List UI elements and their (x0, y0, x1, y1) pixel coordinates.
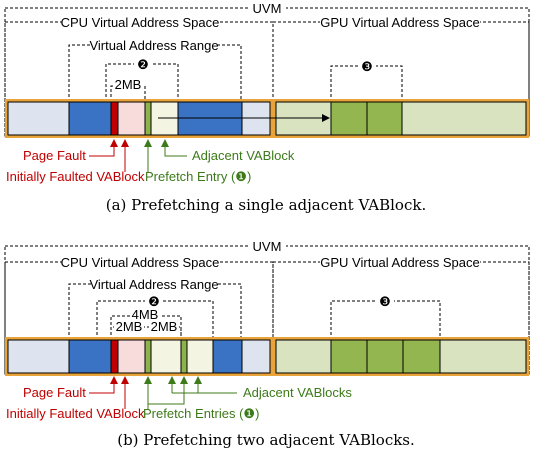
marker-2-bracket-a: ❷ (105, 56, 179, 102)
initially-faulted-label: Initially Faulted VABlock (6, 169, 145, 184)
prefetch-entry-block (180, 339, 188, 374)
adjacent-vablock (150, 339, 182, 374)
cpu-block (68, 101, 112, 136)
adjacent-vablocks-label: Adjacent VABlocks (243, 385, 352, 400)
marker-3-icon: ❸ (379, 294, 391, 309)
figure-a: UVM CPU Virtual Address Space GPU Virtua… (4, 0, 530, 214)
cpu-space-label: CPU Virtual Address Space (61, 255, 220, 270)
gpu-vablock (402, 339, 441, 374)
cpu-block (68, 339, 112, 374)
va-range-bracket-a: Virtual Address Range (68, 38, 242, 102)
size-4mb-label: 4MB (132, 307, 159, 322)
gpu-space-label: GPU Virtual Address Space (320, 15, 479, 30)
adjacent-vablock (186, 339, 214, 374)
cpu-block (212, 339, 243, 374)
marker-2-icon: ❷ (148, 294, 160, 309)
prefetch-entry-block (144, 101, 152, 136)
size-2mb-label: 2MB (115, 77, 142, 92)
gpu-vablock (366, 339, 404, 374)
prefetch-entry-block (144, 339, 152, 374)
uvm-label: UVM (253, 239, 282, 254)
caption-a: (a) Prefetching a single adjacent VABloc… (106, 196, 426, 214)
memory-bar-a (5, 99, 529, 138)
gpu-vablock (330, 101, 368, 136)
page-fault-label: Page Fault (23, 148, 86, 163)
annotations-b: Page Fault Initially Faulted VABlock Pre… (6, 376, 352, 421)
caption-b: (b) Prefetching two adjacent VABlocks. (117, 431, 415, 449)
annotations-a: Page Fault Initially Faulted VABlock Pre… (6, 139, 295, 184)
marker-2-bracket-b: ❷ (96, 293, 214, 340)
page-fault-label: Page Fault (23, 385, 86, 400)
marker-3-icon: ❸ (361, 59, 373, 74)
faulted-vablock (117, 339, 146, 374)
va-range-label: Virtual Address Range (89, 38, 218, 53)
figure-b: UVM CPU Virtual Address Space GPU Virtua… (4, 238, 530, 449)
marker-2-icon: ❷ (137, 57, 149, 72)
marker-3-bracket-a: ❸ (330, 58, 403, 102)
va-range-label: Virtual Address Range (89, 277, 218, 292)
gpu-space-a: GPU Virtual Address Space (272, 15, 530, 137)
marker-3-bracket-b: ❸ (330, 293, 441, 340)
va-range-bracket-b: Virtual Address Range (68, 277, 242, 340)
size-2mb-bracket-a: 2MB (110, 77, 146, 102)
adjacent-vablock-label: Adjacent VABlock (192, 148, 295, 163)
memory-bar-b (5, 337, 529, 376)
prefetch-entry-label: Prefetch Entry (❶) (145, 169, 251, 184)
faulted-vablock (117, 101, 146, 136)
page-fault-block (110, 101, 119, 136)
size-2mb-right-label: 2MB (151, 319, 178, 334)
gpu-space-label: GPU Virtual Address Space (320, 255, 479, 270)
gpu-vablock (366, 101, 403, 136)
size-2mb-brackets-b: 2MB 2MB (110, 319, 182, 340)
page-fault-block (110, 339, 119, 374)
prefetch-entries-label: Prefetch Entries (❶) (143, 406, 259, 421)
size-2mb-left-label: 2MB (116, 319, 143, 334)
cpu-space-label: CPU Virtual Address Space (61, 15, 220, 30)
cpu-space-b: CPU Virtual Address Space (4, 255, 274, 375)
gpu-vablock (330, 339, 368, 374)
gpu-space-b: GPU Virtual Address Space (272, 255, 530, 375)
initially-faulted-label: Initially Faulted VABlock (6, 406, 145, 421)
uvm-label: UVM (253, 1, 282, 16)
